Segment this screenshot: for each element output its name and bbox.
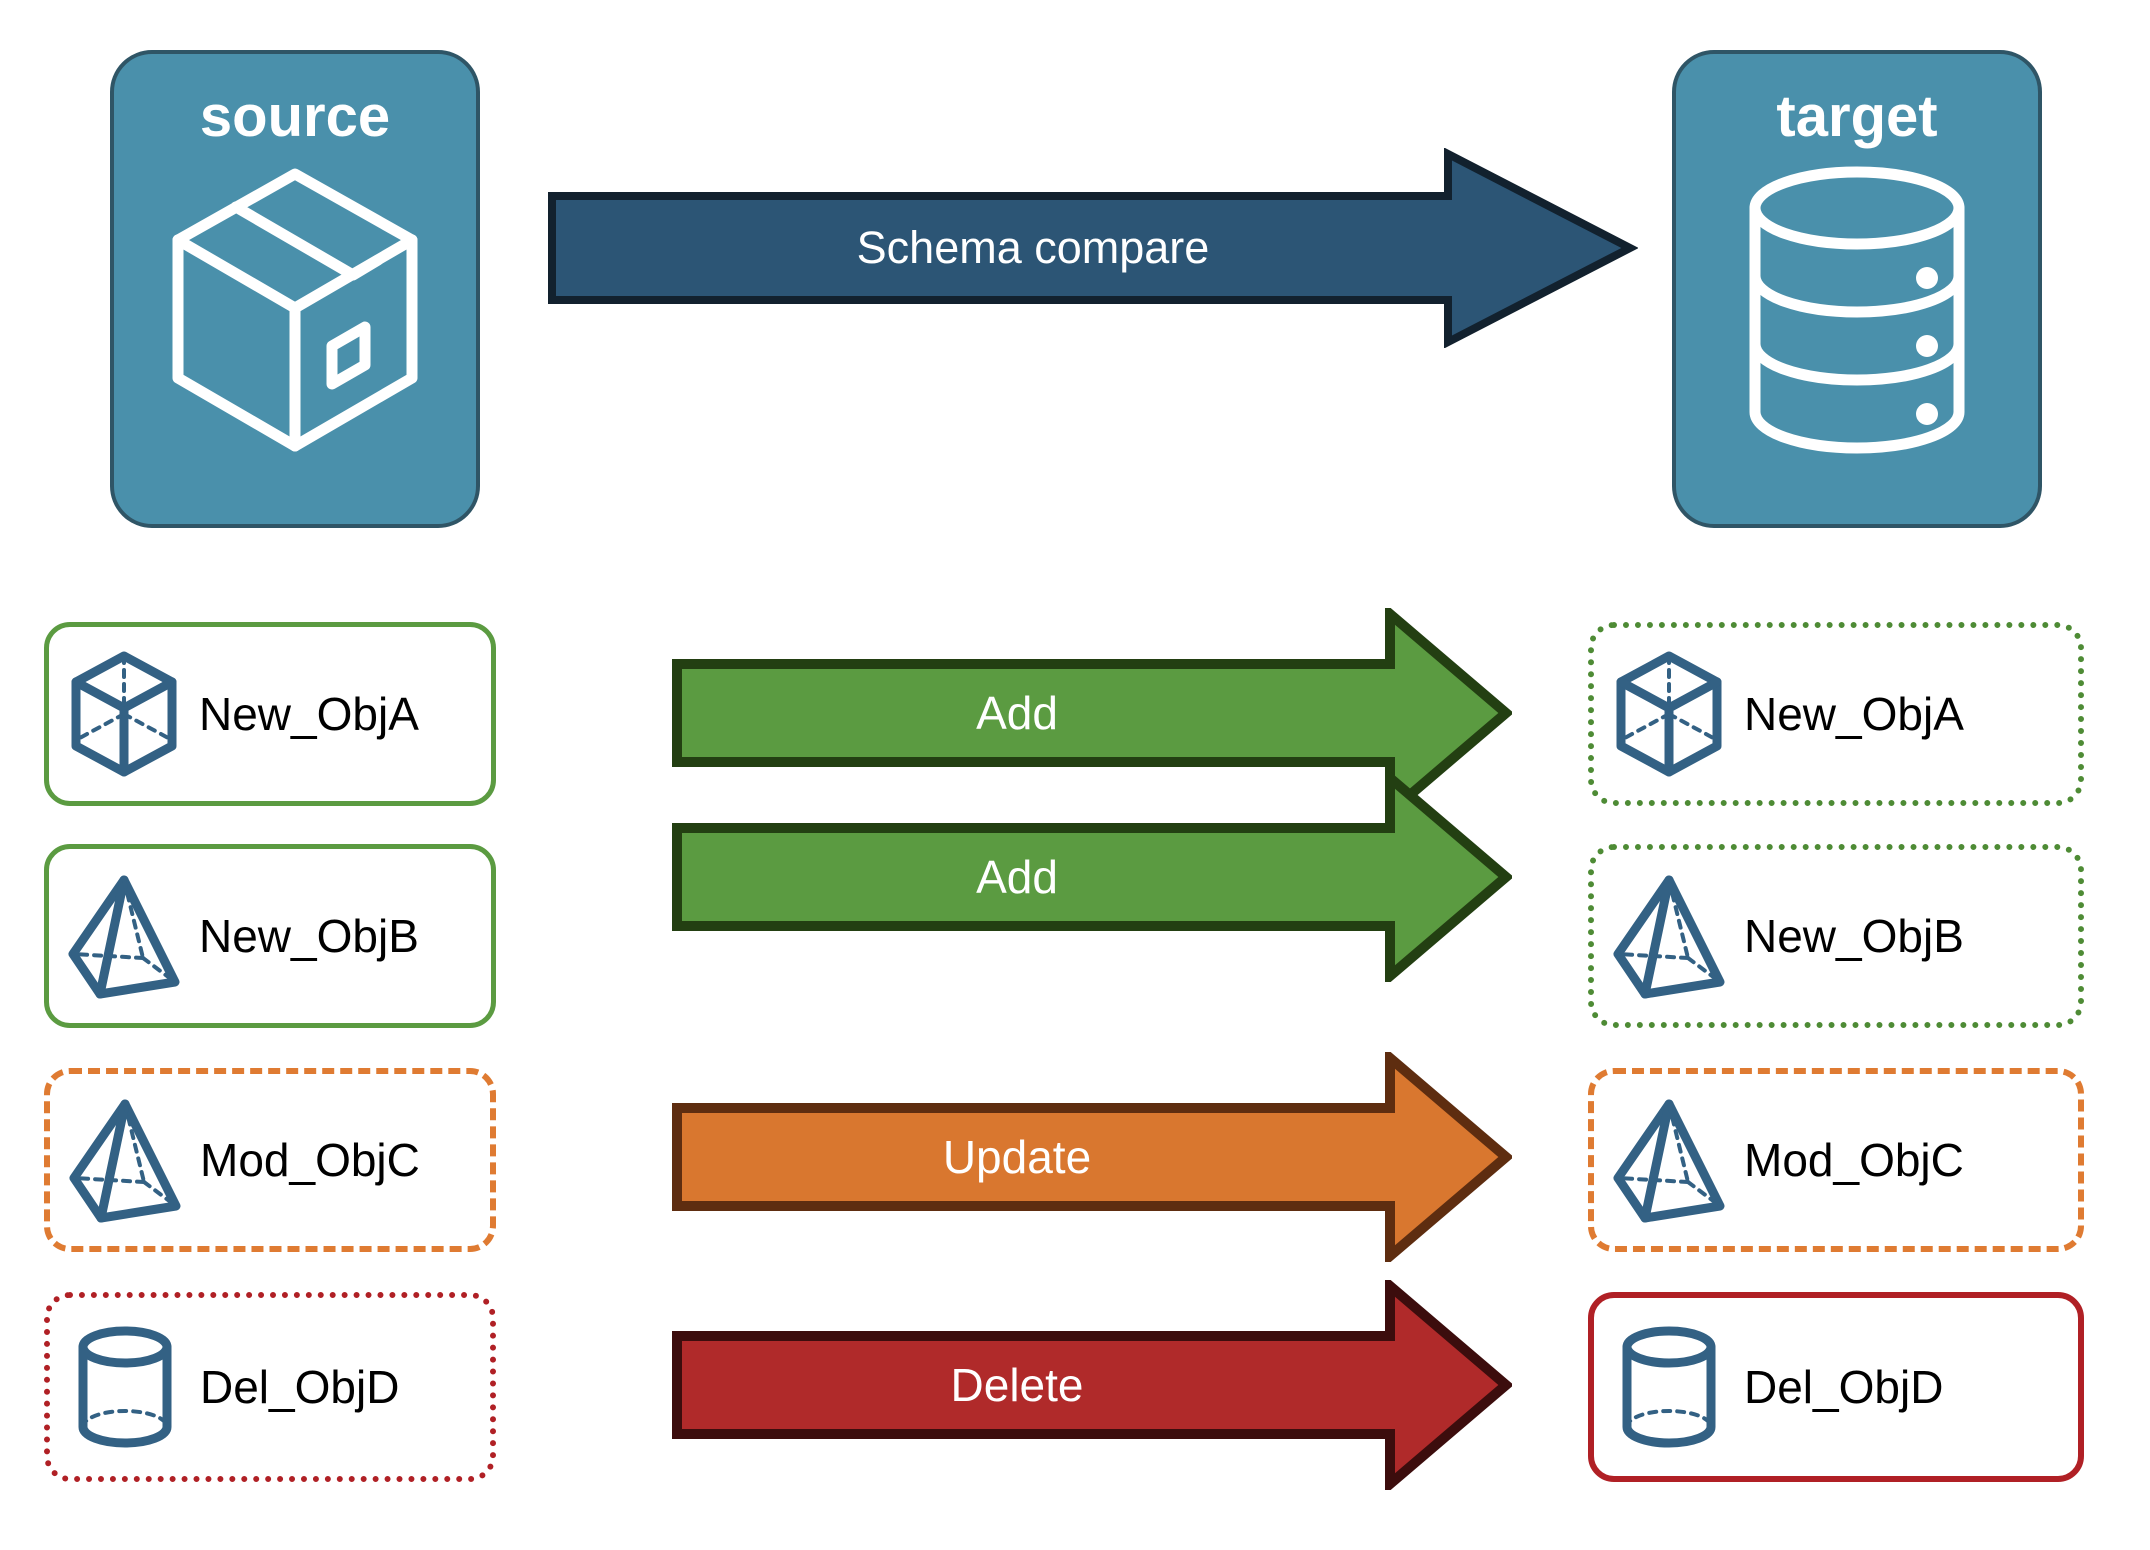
target-object-label-0: New_ObjA [1744, 688, 1964, 740]
target-endpoint-card[interactable]: target [1672, 50, 2042, 528]
source-object-label-3: Del_ObjD [200, 1361, 400, 1413]
wireframe-cylinder-icon [50, 1323, 200, 1451]
wireframe-pyramid-icon [50, 1096, 200, 1224]
source-object-label-1: New_ObjB [199, 910, 419, 962]
wireframe-cube-icon [1594, 650, 1744, 778]
source-object-label-2: Mod_ObjC [200, 1134, 420, 1186]
arrow-right-icon [672, 1047, 1514, 1267]
source-label: source [199, 84, 391, 149]
action-arrow-2[interactable]: Update [672, 1047, 1514, 1267]
schema-compare-arrow[interactable]: Schema compare [548, 147, 1639, 349]
arrow-right-icon [672, 603, 1514, 823]
target-object-chip-0[interactable]: New_ObjA [1588, 622, 2084, 806]
target-object-chip-2[interactable]: Mod_ObjC [1588, 1068, 2084, 1252]
source-object-label-0: New_ObjA [199, 688, 419, 740]
target-object-chip-1[interactable]: New_ObjB [1588, 844, 2084, 1028]
action-arrow-3[interactable]: Delete [672, 1275, 1514, 1495]
wireframe-pyramid-icon [1594, 872, 1744, 1000]
wireframe-cylinder-icon [1594, 1323, 1744, 1451]
wireframe-pyramid-icon [1594, 1096, 1744, 1224]
target-object-label-1: New_ObjB [1744, 910, 1964, 962]
target-object-chip-3[interactable]: Del_ObjD [1588, 1292, 2084, 1482]
arrow-right-icon [548, 147, 1639, 349]
arrow-right-icon [672, 1275, 1514, 1495]
package-box-icon [160, 160, 430, 465]
target-label: target [1776, 84, 1938, 149]
source-object-chip-0[interactable]: New_ObjA [44, 622, 496, 806]
target-object-label-3: Del_ObjD [1744, 1361, 1944, 1413]
database-cylinder-icon [1737, 160, 1977, 465]
source-object-chip-1[interactable]: New_ObjB [44, 844, 496, 1028]
wireframe-pyramid-icon [49, 872, 199, 1000]
source-endpoint-card[interactable]: source [110, 50, 480, 528]
target-object-label-2: Mod_ObjC [1744, 1134, 1964, 1186]
action-arrow-1[interactable]: Add [672, 767, 1514, 987]
source-object-chip-3[interactable]: Del_ObjD [44, 1292, 496, 1482]
wireframe-cube-icon [49, 650, 199, 778]
arrow-right-icon [672, 767, 1514, 987]
source-object-chip-2[interactable]: Mod_ObjC [44, 1068, 496, 1252]
